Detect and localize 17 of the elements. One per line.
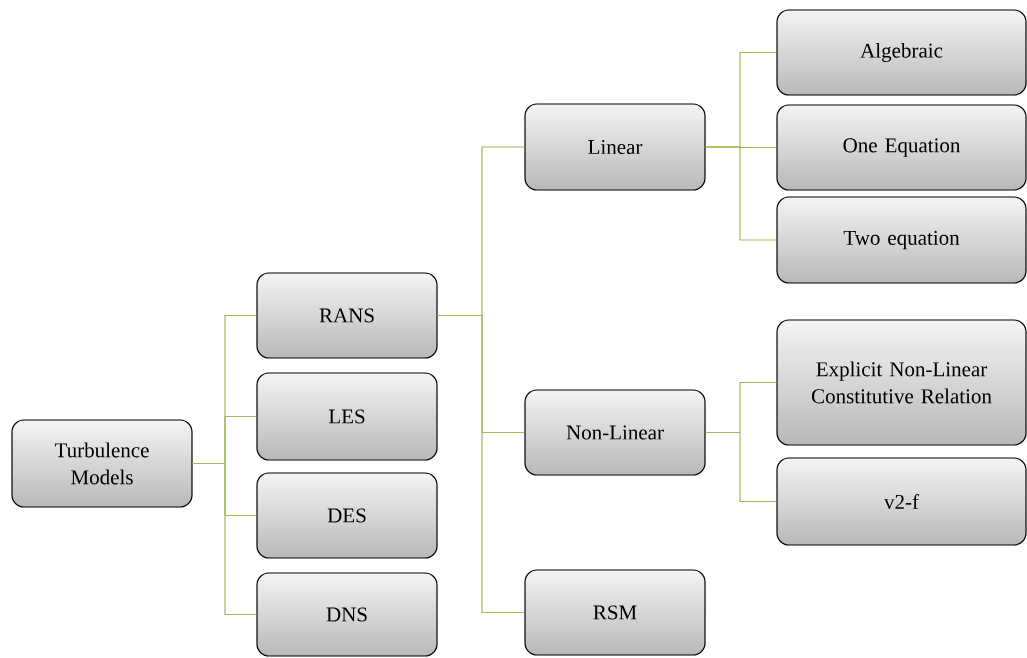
- connector-line: [192, 462, 257, 616]
- connector-line: [437, 314, 525, 614]
- model-box: Two equation: [776, 196, 1027, 284]
- model-box: LES: [256, 372, 438, 461]
- model-box: Algebraic: [776, 9, 1027, 96]
- connector-line: [705, 431, 777, 503]
- model-box: Non-Linear: [524, 389, 706, 476]
- model-box: DNS: [256, 572, 438, 657]
- model-box: DES: [256, 472, 438, 559]
- model-box: v2-f: [776, 457, 1027, 546]
- model-box: RSM: [524, 569, 706, 656]
- model-box: RANS: [256, 272, 438, 359]
- connector-line: [705, 146, 777, 241]
- model-box: Turbulence Models: [11, 419, 193, 508]
- model-box: One Equation: [776, 104, 1027, 191]
- model-box: Linear: [524, 103, 706, 191]
- model-box: Explicit Non-Linear Constitutive Relation: [776, 319, 1027, 446]
